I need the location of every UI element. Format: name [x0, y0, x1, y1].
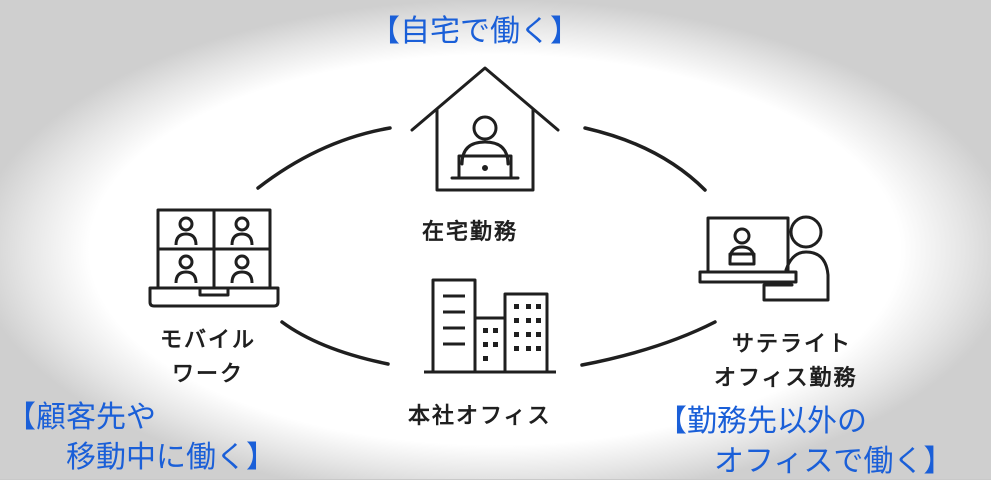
satellite-caption-line2: オフィスで働く】	[714, 444, 954, 479]
arc-home-satellite	[583, 126, 707, 192]
office-buildings-icon	[424, 278, 556, 374]
satellite-label-line2: オフィス勤務	[714, 366, 858, 391]
satellite-caption-line1: 【勤務先以外の	[657, 404, 867, 439]
client-caption-line1: 【顧客先や	[6, 400, 156, 435]
office-label: 本社オフィス	[408, 404, 552, 429]
mobile-label-line1: モバイル	[160, 328, 257, 353]
video-conference-laptop-icon	[148, 208, 280, 308]
arc-office-satellite	[580, 320, 717, 367]
home-caption: 【自宅で働く】	[370, 14, 580, 49]
house-with-laptop-user-icon	[410, 66, 560, 192]
arc-mobile-office	[280, 320, 390, 366]
client-caption-line2: 移動中に働く】	[66, 440, 276, 475]
arc-home-mobile	[256, 126, 392, 190]
mobile-label-line2: ワーク	[172, 362, 245, 387]
home-label: 在宅勤務	[422, 220, 519, 245]
satellite-label-line1: サテライト	[732, 332, 853, 357]
person-at-laptop-icon	[698, 215, 830, 302]
